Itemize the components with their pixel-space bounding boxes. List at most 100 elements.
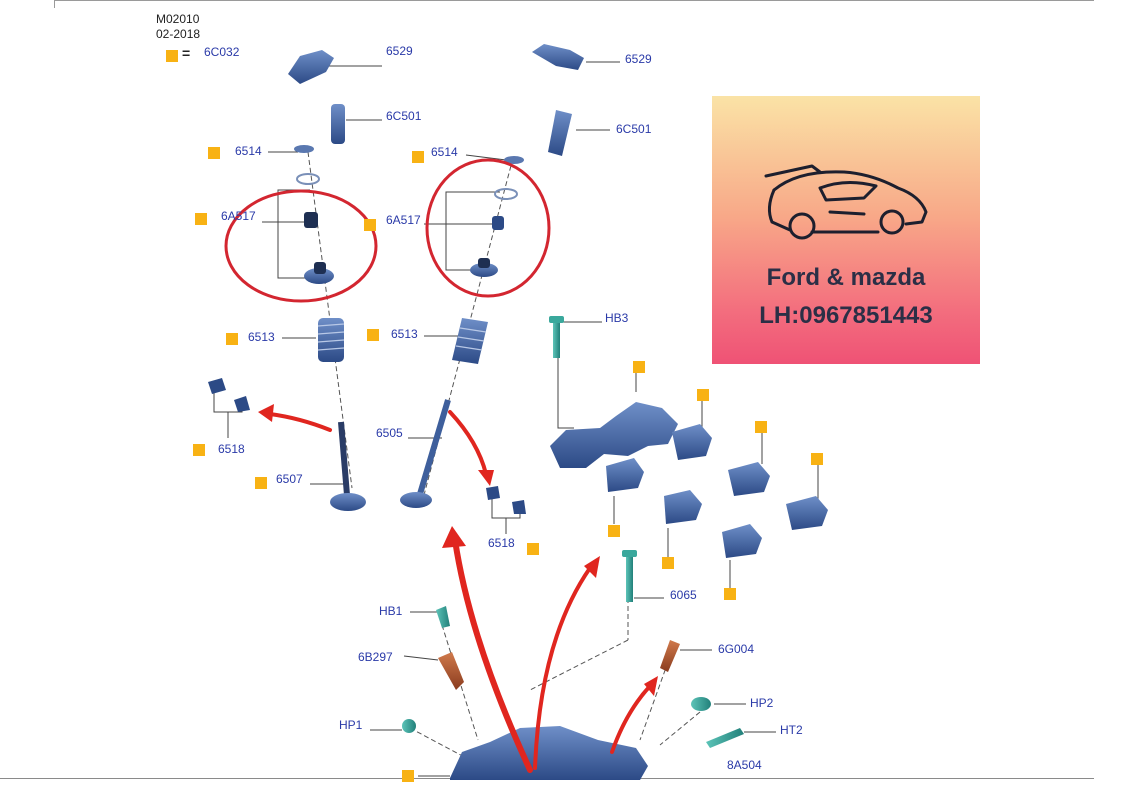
plug-hp2 bbox=[691, 697, 711, 711]
marker-bearing-cap-6 bbox=[724, 588, 736, 600]
sports-car-icon bbox=[764, 164, 928, 240]
marker-6513-left bbox=[226, 333, 238, 345]
bearing-cap-2 bbox=[606, 458, 644, 492]
label-6529-left: 6529 bbox=[386, 44, 413, 58]
label-6518-left: 6518 bbox=[218, 442, 245, 456]
arrow-keeper-right bbox=[448, 410, 488, 476]
label-8a504: 8A504 bbox=[727, 758, 762, 772]
arrow-sensor bbox=[610, 684, 652, 754]
arrow-valve bbox=[452, 537, 533, 773]
frame-top-rule bbox=[54, 0, 1094, 1]
hp1-axis bbox=[409, 727, 471, 761]
valve-seal-upper-right bbox=[492, 216, 504, 230]
sensor-6b297 bbox=[438, 652, 464, 690]
legend-marker bbox=[166, 50, 178, 62]
marker-6513-right bbox=[367, 329, 379, 341]
label-6a517-left: 6A517 bbox=[221, 209, 256, 223]
g004-axis bbox=[639, 661, 669, 741]
rocker-arm-right bbox=[532, 44, 584, 70]
label-6065: 6065 bbox=[670, 588, 697, 602]
center-lines bbox=[307, 151, 701, 761]
marker-6518-right bbox=[527, 543, 539, 555]
lash-adjuster-right bbox=[548, 110, 572, 156]
marker-6a517-right bbox=[364, 219, 376, 231]
label-6507: 6507 bbox=[276, 472, 303, 486]
arrow-bolt bbox=[533, 566, 592, 770]
valve-seal-upper-left bbox=[304, 212, 318, 228]
valve-spring-right bbox=[452, 318, 488, 364]
arrow-heads bbox=[258, 404, 658, 696]
marker-8a504 bbox=[402, 770, 414, 782]
ad-brand-text: Ford & mazda bbox=[766, 264, 926, 291]
ad-phone-text: LH:0967851443 bbox=[759, 302, 933, 329]
label-6b297: 6B297 bbox=[358, 650, 393, 664]
advertisement-box: Ford & mazda LH:0967851443 bbox=[712, 96, 980, 364]
valve-keeper-left-1 bbox=[208, 378, 226, 394]
bolt-hb1 bbox=[436, 606, 450, 628]
retainer-left bbox=[294, 145, 314, 153]
highlight-circle-left bbox=[224, 189, 378, 303]
label-hb1: HB1 bbox=[379, 604, 403, 618]
exhaust-valve-6505 bbox=[400, 399, 451, 508]
label-6518-right: 6518 bbox=[488, 536, 515, 550]
legend-equals: = bbox=[182, 45, 191, 61]
marker-6518-left bbox=[193, 444, 205, 456]
document-code: M02010 bbox=[156, 12, 200, 26]
marker-bearing-cap-5 bbox=[811, 453, 823, 465]
intake-valve-6507 bbox=[330, 421, 366, 511]
label-6g004: 6G004 bbox=[718, 642, 755, 656]
retainer-right bbox=[504, 156, 524, 164]
frame-left-rule bbox=[54, 0, 55, 8]
label-6a517-right: 6A517 bbox=[386, 213, 421, 227]
hp2-axis bbox=[659, 711, 701, 746]
marker-bearing-cap-4 bbox=[662, 557, 674, 569]
bearing-cap-5 bbox=[786, 496, 828, 530]
label-ht2: HT2 bbox=[780, 723, 803, 737]
label-6514-left: 6514 bbox=[235, 144, 262, 158]
label-6513-left: 6513 bbox=[248, 330, 275, 344]
spring-seat-left bbox=[296, 173, 320, 185]
sensor-6g004 bbox=[660, 640, 680, 672]
tube-ht2 bbox=[706, 728, 744, 748]
label-6514-right: 6514 bbox=[431, 145, 458, 159]
label-hp1: HP1 bbox=[339, 718, 363, 732]
label-6c501-right: 6C501 bbox=[616, 122, 652, 136]
label-hb3: HB3 bbox=[605, 311, 629, 325]
marker-bearing-cap-front bbox=[633, 361, 645, 373]
label-6513-right: 6513 bbox=[391, 327, 418, 341]
camshaft-bearing-cap-front bbox=[550, 402, 678, 468]
label-6529-right: 6529 bbox=[625, 52, 652, 66]
lash-adjuster-left bbox=[331, 104, 345, 144]
marker-bearing-cap-2 bbox=[608, 525, 620, 537]
label-6505: 6505 bbox=[376, 426, 403, 440]
plug-hp1 bbox=[402, 719, 416, 733]
spring-seat-right bbox=[494, 188, 518, 200]
document-date: 02-2018 bbox=[156, 27, 201, 41]
marker-bearing-cap-1 bbox=[697, 389, 709, 401]
legend-part-number: 6C032 bbox=[204, 45, 240, 59]
label-hp2: HP2 bbox=[750, 696, 774, 710]
bearing-cap-1 bbox=[672, 424, 712, 460]
bearing-cap-6 bbox=[722, 524, 762, 558]
rocker-arm-left bbox=[288, 50, 334, 84]
assembly-arrows bbox=[268, 410, 652, 773]
marker-6514-left bbox=[208, 147, 220, 159]
bearing-cap-bolt-6065 bbox=[622, 550, 637, 602]
bearing-cap-3 bbox=[728, 462, 770, 496]
marker-6514-right bbox=[412, 151, 424, 163]
arrow-keeper-left bbox=[268, 412, 332, 432]
valve-keeper-right-1 bbox=[486, 486, 500, 500]
marker-bearing-cap-3 bbox=[755, 421, 767, 433]
valve-keeper-right-2 bbox=[512, 500, 526, 514]
valve-seal-lower-right bbox=[470, 263, 498, 277]
bearing-cap-4 bbox=[664, 490, 702, 524]
highlight-circle-right bbox=[425, 158, 551, 298]
valve-keeper-left-2 bbox=[234, 396, 250, 412]
bearing-cap-bolt-hb3 bbox=[549, 316, 564, 358]
cylinder-head bbox=[450, 726, 648, 780]
label-6c501-left: 6C501 bbox=[386, 109, 422, 123]
marker-6a517-left bbox=[195, 213, 207, 225]
leader-lines bbox=[213, 61, 819, 777]
valve-seal-lower-left bbox=[304, 268, 334, 284]
